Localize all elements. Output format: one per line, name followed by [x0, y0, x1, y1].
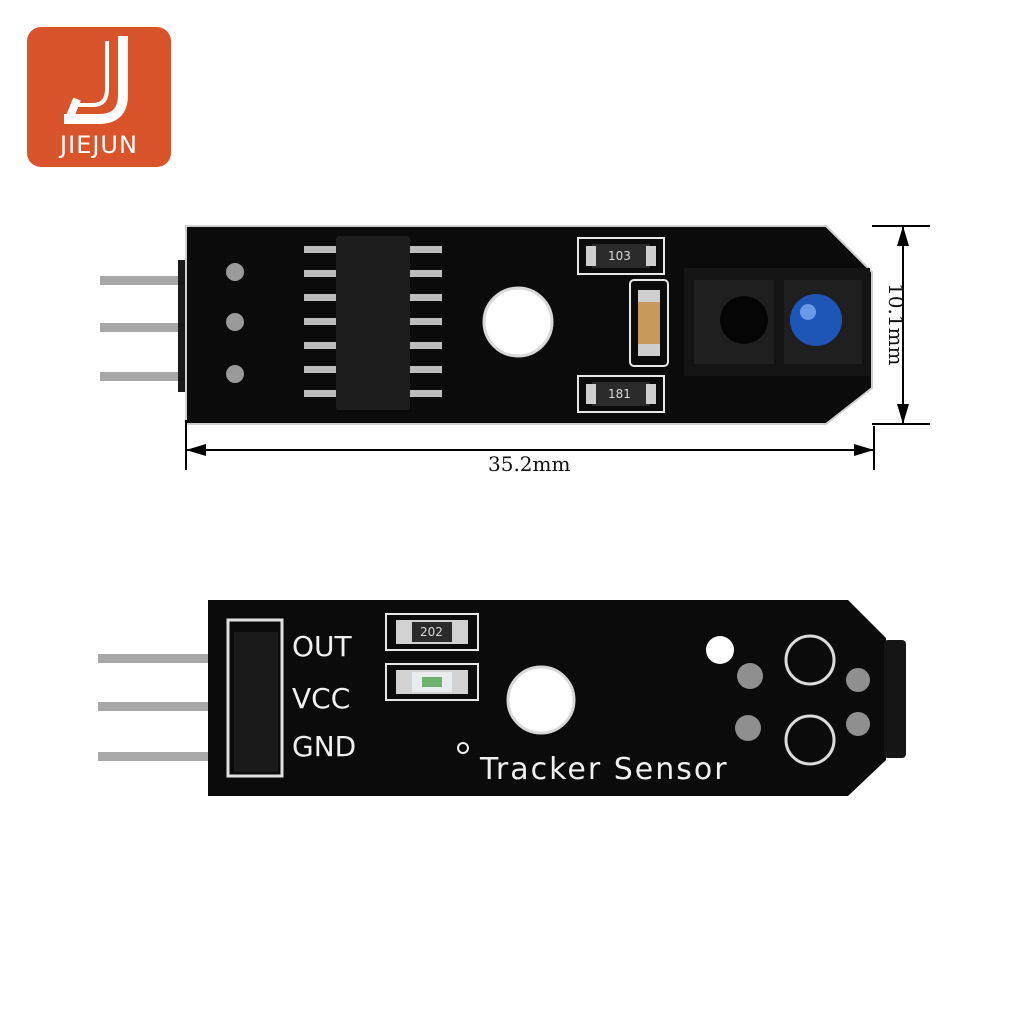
- pin-label-vcc: VCC: [292, 682, 351, 715]
- silkscreen-label: Tracker Sensor: [480, 752, 729, 787]
- width-dimension-label: 35.2mm: [488, 452, 571, 476]
- bottom-mounting-hole: [506, 665, 576, 735]
- dimension-arrows: [186, 226, 909, 456]
- height-dimension-label: 10.1mm: [884, 283, 908, 366]
- dimension-lines: [185, 225, 930, 470]
- brand-logo: JIEJUN: [27, 27, 171, 167]
- bottom-led: [385, 663, 479, 701]
- bottom-header-pins: [98, 654, 248, 761]
- resistor-103-label: 103: [608, 249, 631, 263]
- pin-label-out: OUT: [292, 630, 352, 663]
- sensor-solder-joints: [706, 634, 870, 766]
- top-resistor-181: [577, 375, 665, 413]
- top-header-pins: [100, 260, 192, 392]
- top-resistor-103: [577, 237, 665, 275]
- resistor-202-label: 202: [420, 625, 443, 639]
- logo-j-mark-icon: [64, 36, 128, 124]
- pin-label-gnd: GND: [292, 730, 357, 763]
- resistor-181-label: 181: [608, 387, 631, 401]
- ir-sensor: [684, 268, 870, 376]
- top-capacitor: [629, 279, 669, 367]
- top-board: [100, 225, 873, 425]
- bottom-board: [98, 600, 906, 796]
- top-mounting-hole: [482, 286, 554, 358]
- comparator-chip: [304, 236, 442, 410]
- bottom-resistor-202: [385, 613, 479, 651]
- logo-wordmark: JIEJUN: [60, 131, 138, 159]
